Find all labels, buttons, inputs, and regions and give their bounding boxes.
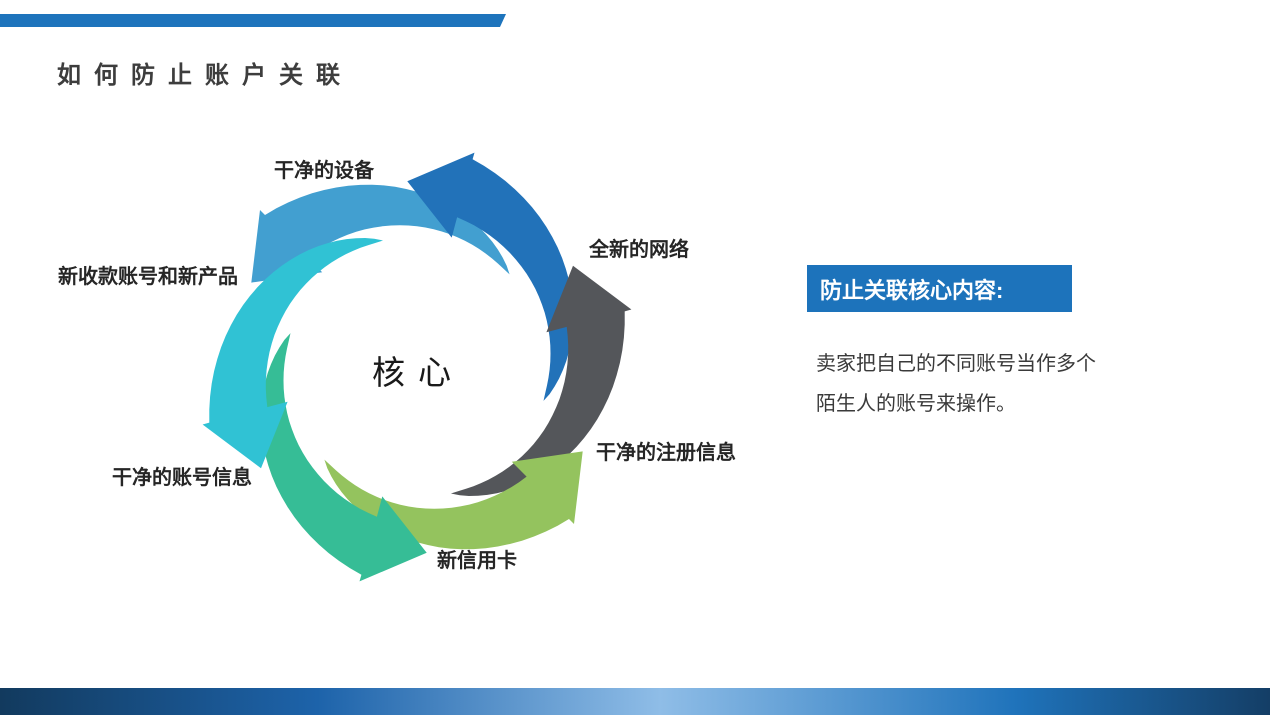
cycle-arrows-svg <box>202 152 632 582</box>
clean-account-info-arrow <box>202 238 384 469</box>
label-new-payment-account: 新收款账号和新产品 <box>58 266 238 288</box>
label-clean-registration: 干净的注册信息 <box>596 442 736 464</box>
panel-body-line2: 陌生人的账号来操作。 <box>816 393 1016 415</box>
panel-body-line1: 卖家把自己的不同账号当作多个 <box>816 353 1096 375</box>
new-credit-card-arrow <box>260 333 427 582</box>
panel-heading: 防止关联核心内容: <box>807 265 1072 312</box>
bottom-gradient-bar <box>0 688 1270 715</box>
new-network-arrow <box>450 265 632 496</box>
page-title: 如何防止账户关联 <box>57 62 353 89</box>
core-label: 核心 <box>372 354 464 391</box>
label-clean-account-info: 干净的账号信息 <box>112 467 252 489</box>
panel-body: 卖家把自己的不同账号当作多个 陌生人的账号来操作。 <box>816 344 1126 424</box>
top-accent-bar <box>0 14 506 27</box>
label-new-credit-card: 新信用卡 <box>437 550 517 572</box>
clean-device-arrow <box>407 152 574 401</box>
label-clean-device: 干净的设备 <box>274 160 374 182</box>
label-new-network: 全新的网络 <box>589 239 689 261</box>
